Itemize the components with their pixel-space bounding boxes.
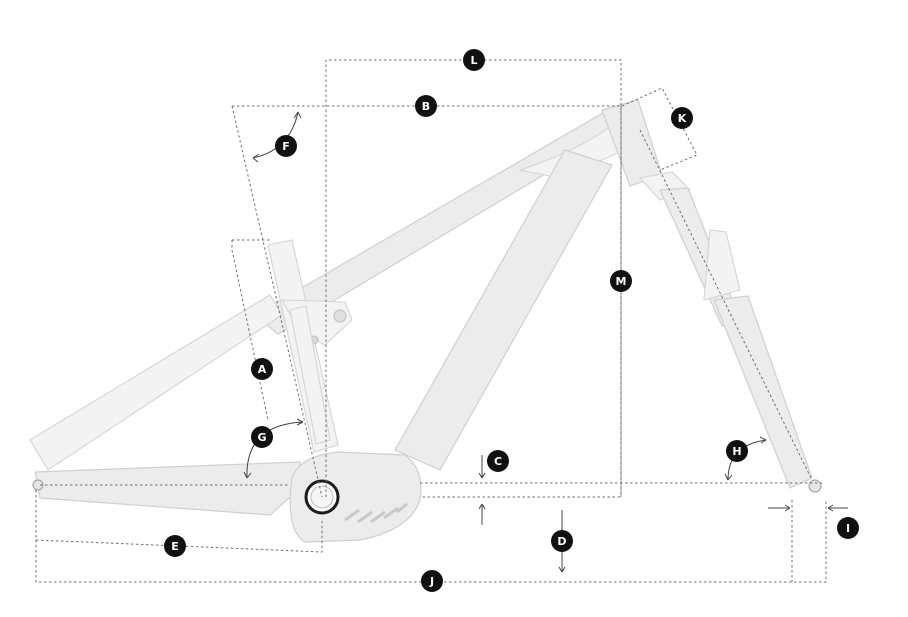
- motor-vents: [344, 502, 408, 524]
- badge-F-label: F: [282, 140, 290, 153]
- badge-J: J: [421, 570, 443, 592]
- badge-B-label: B: [422, 100, 430, 113]
- badge-D-label: D: [557, 535, 566, 548]
- badge-C-label: C: [494, 455, 502, 468]
- fork-lower: [713, 295, 813, 489]
- rocker-pivot: [333, 309, 347, 323]
- badge-K-label: K: [678, 112, 687, 125]
- arrow-F-head-2: [293, 111, 302, 119]
- badge-G: G: [251, 426, 273, 448]
- badge-J-label: J: [429, 575, 434, 588]
- badge-A: A: [251, 358, 273, 380]
- arrow-G-head-1: [243, 471, 252, 479]
- badge-M-label: M: [616, 275, 627, 288]
- dim-J: [35, 500, 827, 583]
- badge-K: K: [671, 107, 693, 129]
- badge-I-label: I: [846, 522, 850, 535]
- badge-C: C: [487, 450, 509, 472]
- bottom-bracket-inner: [310, 485, 334, 509]
- seat-stay: [29, 294, 283, 471]
- arrow-C-bottom: [478, 503, 486, 525]
- badge-H-label: H: [732, 445, 741, 458]
- dim-seat-angle-line: [231, 105, 323, 498]
- bike-frame: [29, 99, 822, 543]
- badge-B: B: [415, 95, 437, 117]
- badge-L-label: L: [470, 54, 477, 67]
- arrow-I-right: [827, 504, 848, 512]
- rear-shock: [289, 305, 331, 445]
- front-axle: [808, 479, 822, 493]
- fork-arch: [703, 229, 741, 301]
- badge-E-label: E: [171, 540, 179, 553]
- dim-A: [231, 239, 272, 421]
- chain-stay: [34, 461, 301, 516]
- arrow-C-top: [478, 455, 486, 479]
- arrow-G-head-2: [296, 418, 304, 426]
- arrow-H-head-1: [724, 473, 733, 481]
- badge-H: H: [726, 440, 748, 462]
- badge-D: D: [551, 530, 573, 552]
- arrow-H-head-2: [759, 436, 767, 444]
- badge-A-label: A: [258, 363, 267, 376]
- badge-G-label: G: [257, 431, 266, 444]
- arrow-F-head-1: [252, 153, 260, 163]
- badge-F: F: [275, 135, 297, 157]
- badge-M: M: [610, 270, 632, 292]
- arrow-I-left: [768, 504, 791, 512]
- badge-L: L: [463, 49, 485, 71]
- badge-I: I: [837, 517, 859, 539]
- motor-housing: [289, 451, 422, 543]
- dim-L-box: [325, 59, 622, 498]
- down-tube: [394, 149, 613, 471]
- rear-axle: [32, 479, 44, 491]
- dim-E: [35, 490, 323, 553]
- badge-E: E: [164, 535, 186, 557]
